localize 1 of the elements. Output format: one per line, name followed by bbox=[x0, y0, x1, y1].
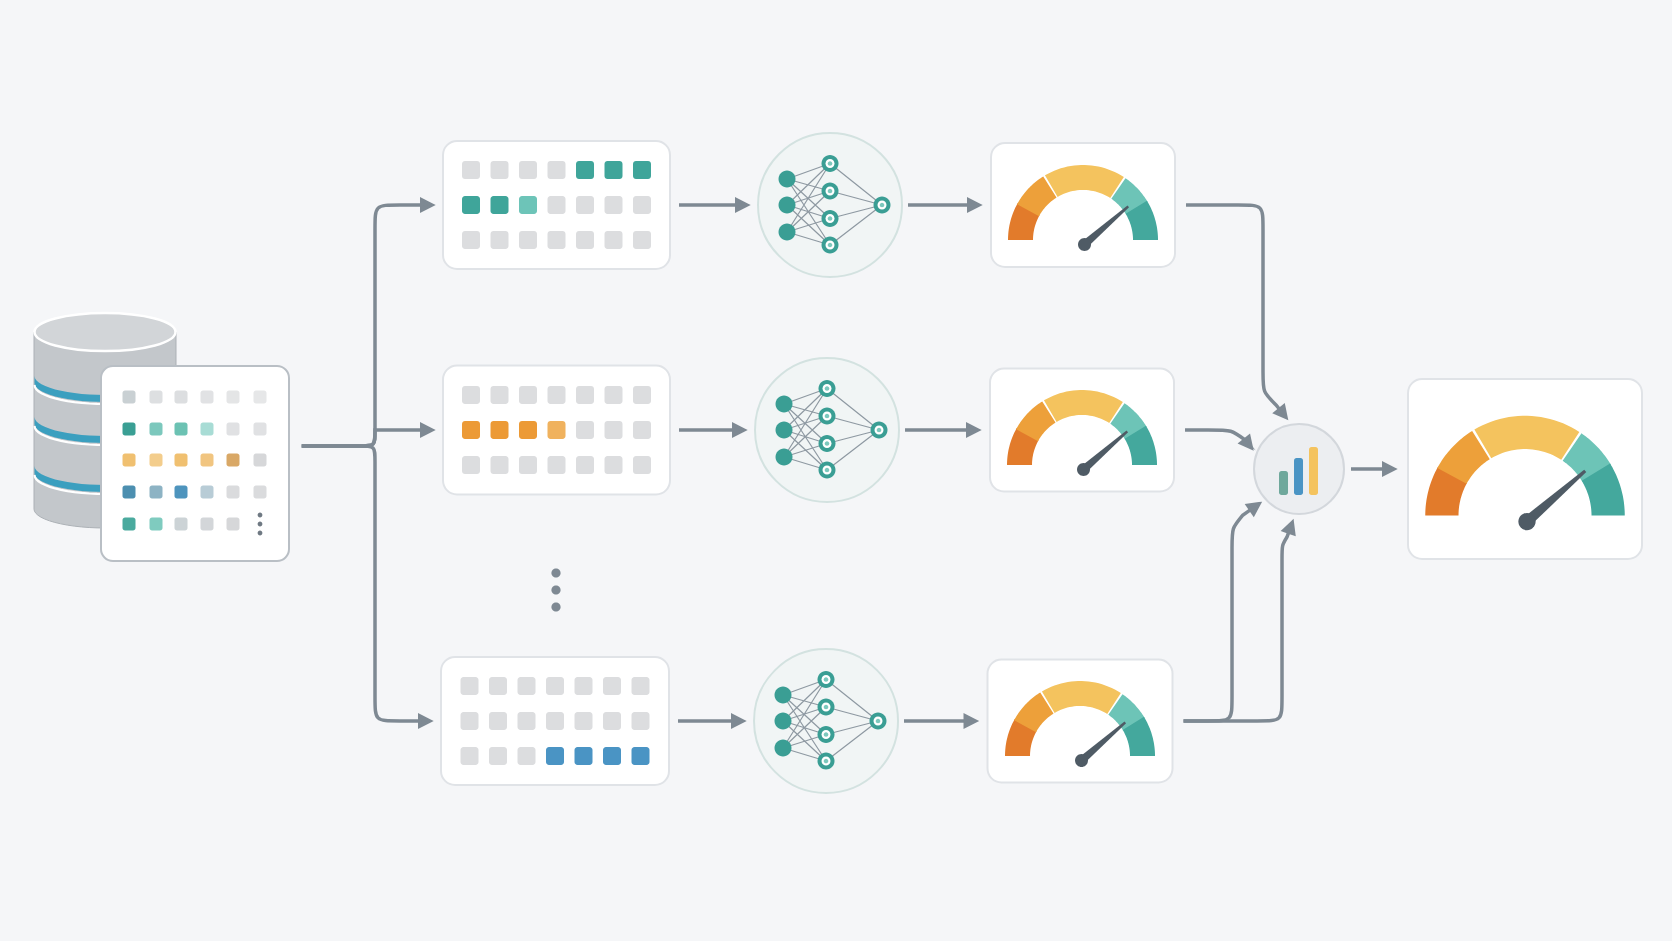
database-illustration bbox=[33, 311, 290, 562]
